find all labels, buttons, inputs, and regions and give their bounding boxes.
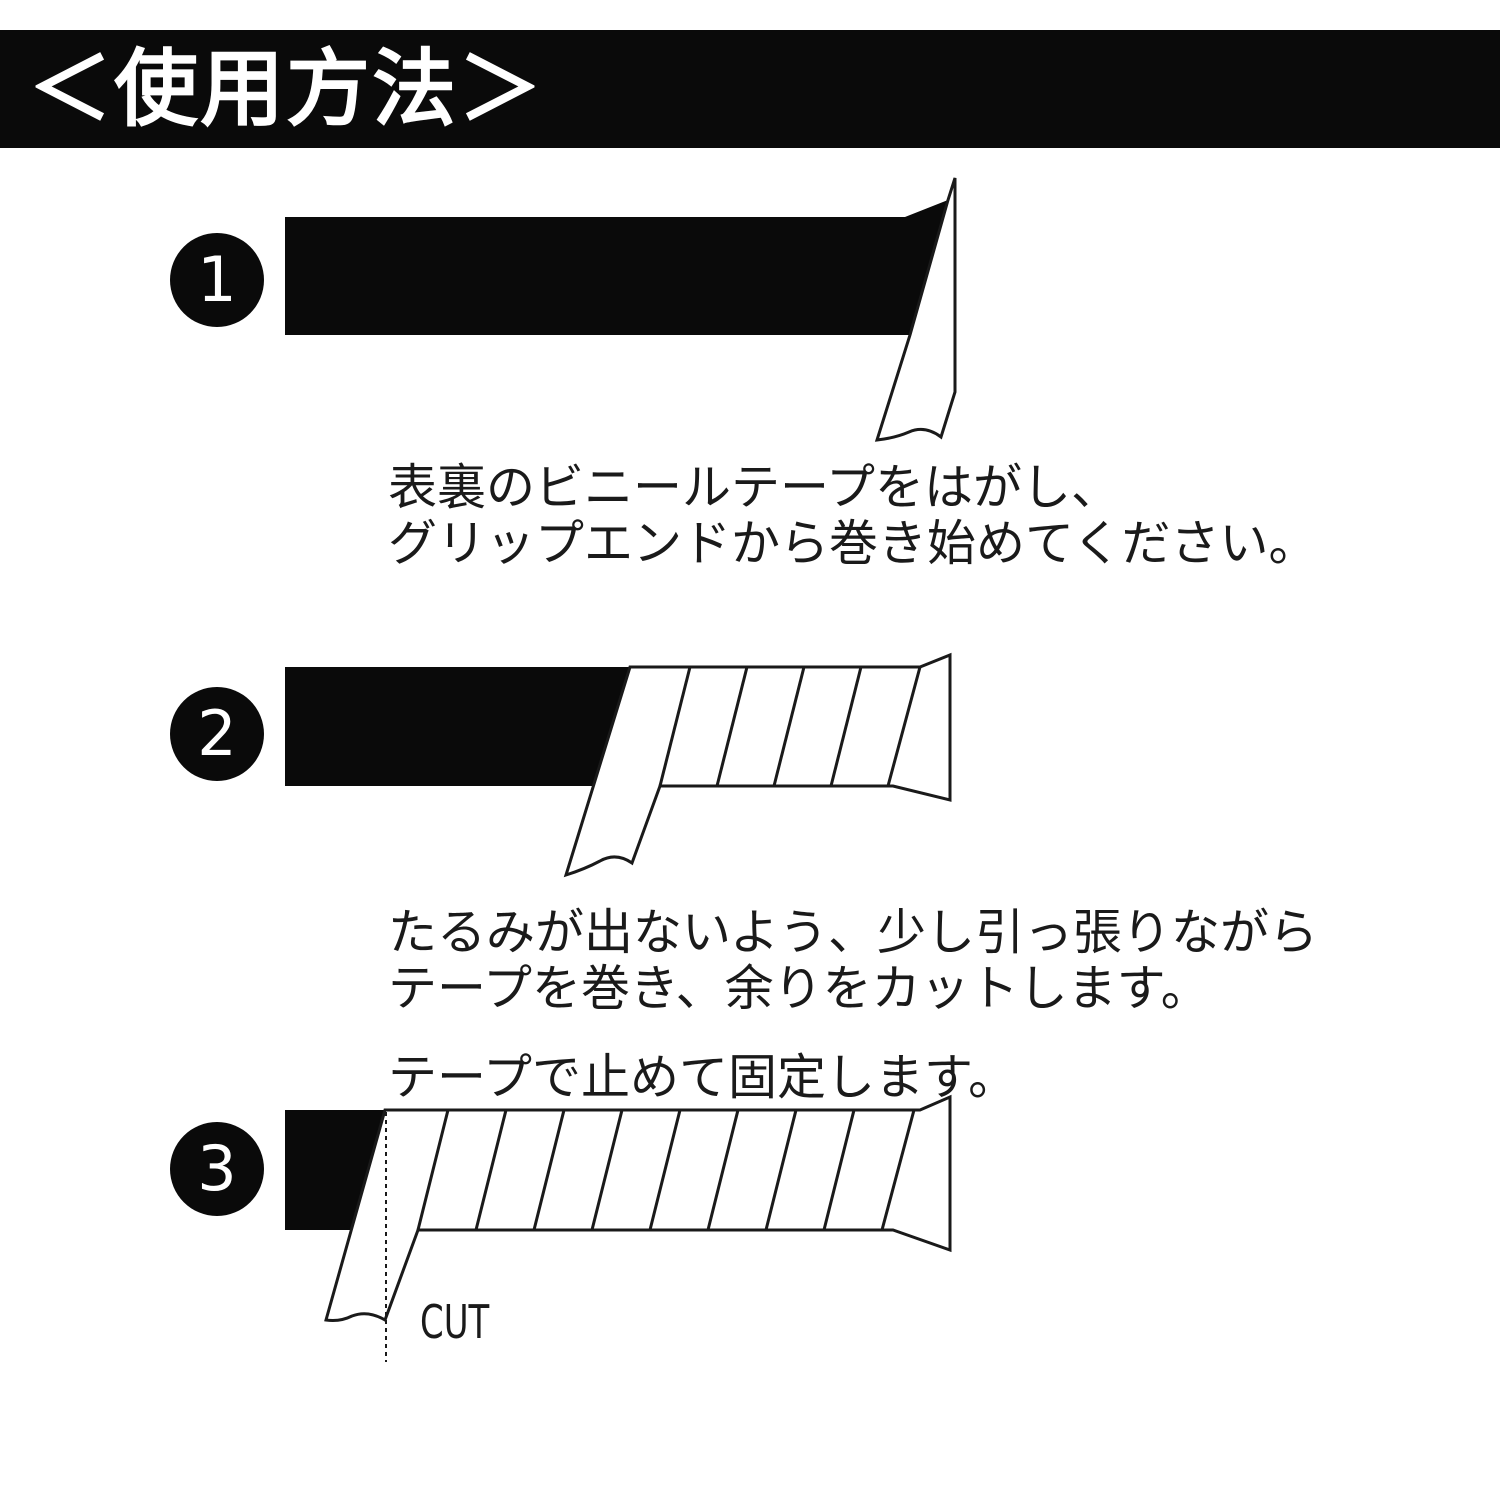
tape-seam xyxy=(532,1109,566,1231)
step-2-instruction: たるみが出ないよう、少し引っ張りながら テープを巻き、余りをカットします。 xyxy=(388,905,1318,1017)
tape-seam xyxy=(648,1109,682,1231)
step-2-line-2: テープを巻き、余りをカットします。 xyxy=(388,960,1210,1017)
step-2-line-1: たるみが出ないよう、少し引っ張りながら xyxy=(388,904,1319,961)
step-1-line-2: グリップエンドから巻き始めてください。 xyxy=(388,515,1318,572)
tape-seam xyxy=(886,666,922,787)
title-bar: ＜使用方法＞ xyxy=(0,30,1500,148)
step-3-illustration xyxy=(285,1094,952,1362)
step-1-line-1: 表裏のビニールテープをはがし、 xyxy=(388,459,1121,516)
grip-handle-1 xyxy=(285,217,910,335)
cut-label: CUT xyxy=(420,1295,490,1349)
tape-seam xyxy=(880,1109,916,1231)
tape-seam xyxy=(474,1109,508,1231)
grip-handle-2 xyxy=(285,667,630,786)
step-1-badge: 1 xyxy=(170,233,264,327)
tape-seam xyxy=(764,1109,798,1231)
tape-seam xyxy=(416,1109,450,1231)
step-2-badge: 2 xyxy=(170,687,264,781)
wrapped-tape-2 xyxy=(563,652,952,878)
step-2-illustration xyxy=(285,652,952,878)
step-3-line-1: テープで止めて固定します。 xyxy=(388,1049,1018,1106)
step-3-badge: 3 xyxy=(170,1122,264,1216)
tape-seam xyxy=(590,1109,624,1231)
step-1-illustration xyxy=(285,177,957,442)
page-title: ＜使用方法＞ xyxy=(28,40,545,138)
step-1-instruction: 表裏のビニールテープをはがし、 グリップエンドから巻き始めてください。 xyxy=(388,460,1318,572)
tape-seam xyxy=(706,1109,740,1231)
tape-seam xyxy=(822,1109,856,1231)
tape-seam xyxy=(829,666,863,787)
tape-seam xyxy=(658,666,692,787)
peeled-tape-strip-1 xyxy=(874,177,957,442)
tape-seam xyxy=(772,666,806,787)
tape-seam xyxy=(715,666,749,787)
wrapped-tape-3 xyxy=(324,1094,952,1323)
